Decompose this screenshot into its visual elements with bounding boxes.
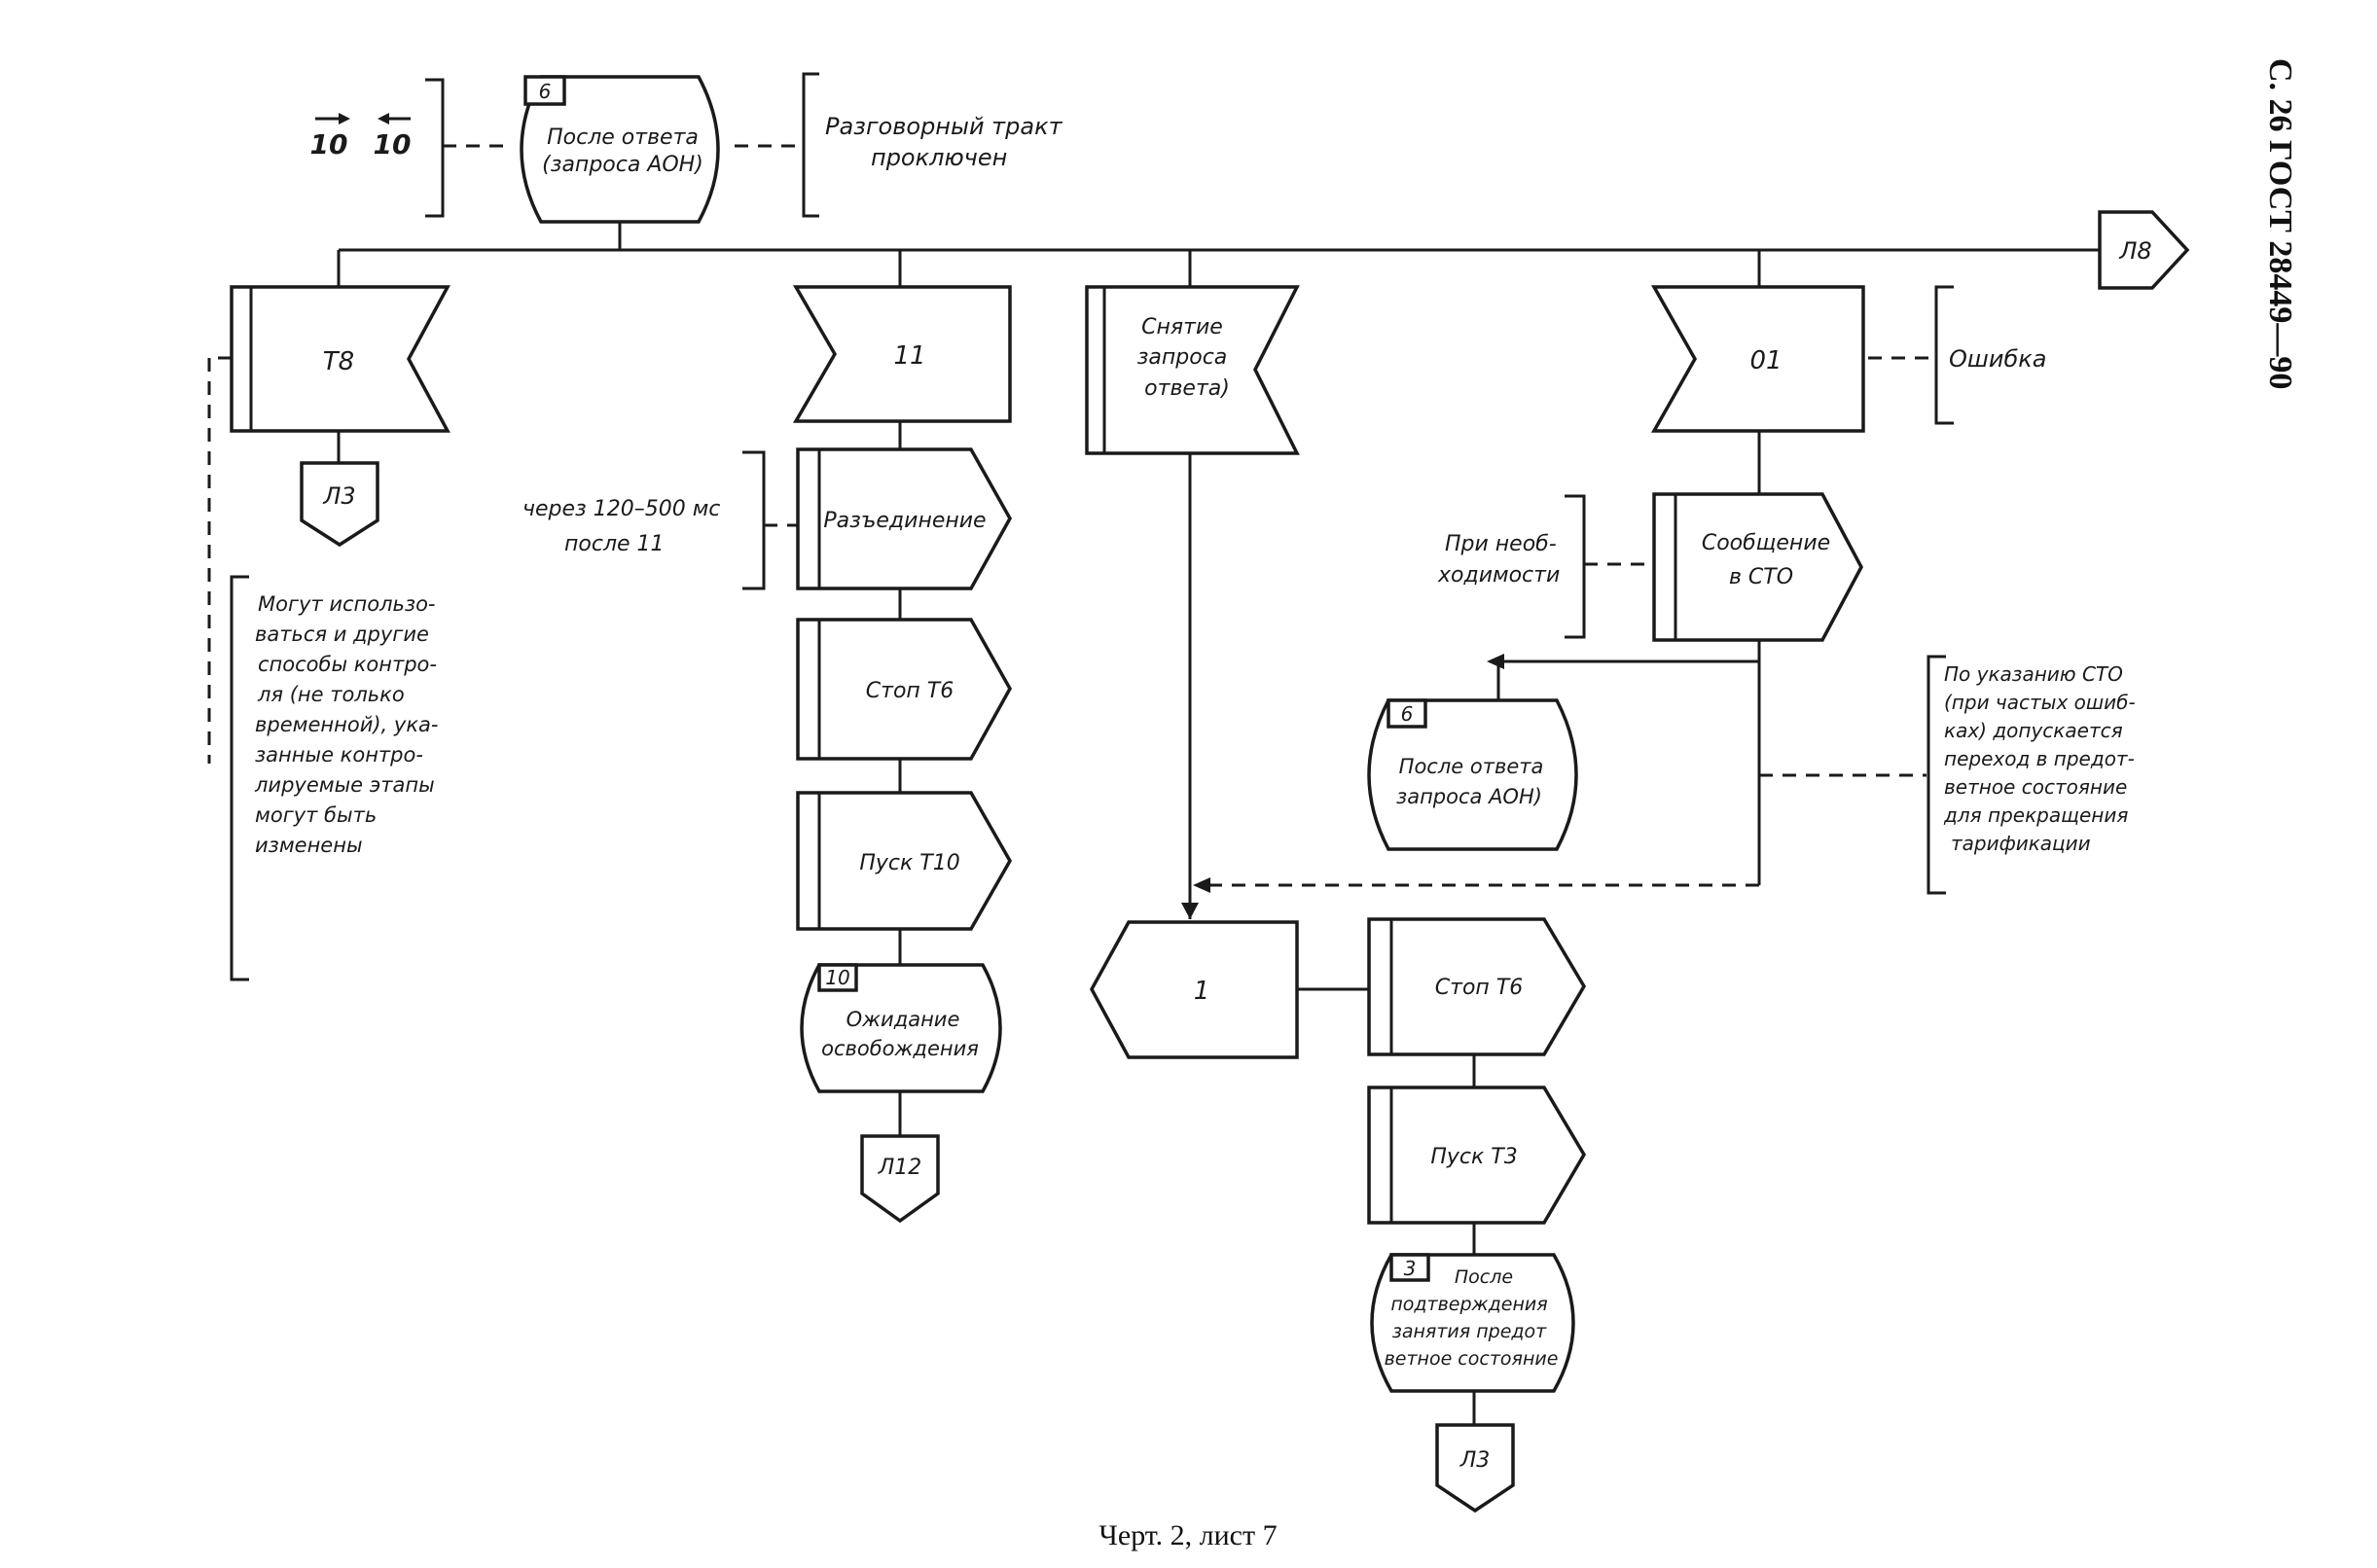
comment-connectors (207, 144, 1934, 777)
left-signals: 10 10 (310, 113, 412, 160)
control-comment: Могут использо- ваться и другие способы … (254, 592, 438, 857)
output-label: Стоп Т6 (866, 679, 954, 703)
output-label-line-1: Сообщение (1702, 531, 1830, 555)
state-after-confirmation: 3 После подтверждения занятия предот вет… (1370, 1253, 1575, 1393)
state-number: 6 (539, 80, 552, 103)
output-label-line-2: в СТО (1729, 565, 1793, 589)
state-number: 3 (1404, 1257, 1417, 1280)
input-removal: Снятие запроса ответа) (1085, 285, 1300, 455)
connector-label: Л3 (322, 482, 355, 510)
connector-label: Л12 (878, 1156, 922, 1180)
input-label: 11 (893, 341, 925, 371)
comment-line-1: через 120–500 мс (522, 497, 720, 521)
comment-line-2: после 11 (564, 532, 665, 556)
sto-instruction-comment: По указанию СТО (при частых ошиб- ках) д… (1943, 662, 2136, 855)
comment-line-8: могут быть (255, 803, 377, 827)
comment-line-2: ваться и другие (255, 623, 429, 646)
state-label-line-2: запроса АОН) (1396, 785, 1542, 808)
input-11: 11 (792, 285, 1012, 423)
comment-line-6: для прекращения (1943, 803, 2128, 827)
input-label-line-1: Снятие (1141, 315, 1223, 339)
state-label-line-2: подтверждения (1390, 1294, 1547, 1315)
state-label-line-4: ветное состояние (1385, 1348, 1559, 1370)
input-label-line-3: ответа) (1144, 376, 1230, 401)
output-stop-t6-center: Стоп Т6 (1367, 917, 1587, 1056)
input-01: 01 (1650, 285, 1865, 433)
timing-comment: через 120–500 мс после 11 (522, 497, 720, 556)
input-t8: Т8 (230, 285, 450, 433)
connector-l3-bottom: Л3 (1435, 1423, 1515, 1514)
figure-caption: Черт. 2, лист 7 (1098, 1519, 1277, 1551)
comment-line-2: проключен (871, 144, 1007, 171)
connector-l8: Л8 (2098, 210, 2190, 290)
output-label: Пуск Т10 (859, 851, 959, 875)
comment-line-5: временной), ука- (255, 713, 438, 736)
output-label: Стоп Т6 (1435, 976, 1523, 1000)
output-label: Пуск Т3 (1430, 1145, 1517, 1169)
necessity-comment: При необ- ходимости (1437, 532, 1560, 588)
connector-l3-left: Л3 (300, 461, 379, 548)
input-label: Т8 (323, 347, 354, 376)
arrow-head (1487, 654, 1504, 669)
output-stop-t6: Стоп Т6 (796, 618, 1013, 761)
comment-line-1: По указанию СТО (1944, 662, 2123, 686)
state-label-line-2: (запроса АОН) (542, 153, 703, 177)
output-disconnect: Разъединение (796, 447, 1013, 590)
comment-line-7: лируемые этапы (254, 773, 435, 797)
state-after-answer: 6 После ответа (запроса АОН) (520, 75, 720, 224)
arrow-head (1193, 877, 1210, 893)
comment-line-2: (при частых ошиб- (1944, 691, 2136, 714)
connector-l12: Л12 (860, 1134, 940, 1224)
connection-lines (337, 222, 2100, 1425)
speech-path-comment: Разговорный тракт проключен (825, 113, 1063, 171)
comment-line-7: тарификации (1951, 832, 2091, 855)
comment-line-2: ходимости (1437, 563, 1560, 588)
state-label-line-1: После ответа (1399, 755, 1544, 778)
comment-line-3: ках) допускается (1944, 719, 2123, 742)
state-number: 6 (1401, 702, 1414, 726)
state-label-line-1: После (1455, 1266, 1513, 1288)
signal-forward: 10 (310, 128, 348, 160)
connector-label: Л3 (1459, 1448, 1491, 1473)
decision-1: 1 (1090, 920, 1299, 1059)
page-header: С. 26 ГОСТ 28449—90 (2262, 58, 2298, 389)
comment-line-6: занные контро- (255, 743, 423, 766)
signal-backward: 10 (374, 128, 412, 160)
error-comment: Ошибка (1949, 345, 2046, 373)
comment-line-9: изменены (255, 834, 363, 857)
state-after-answer-2: 6 После ответа запроса АОН) (1367, 698, 1578, 851)
state-number: 10 (825, 966, 849, 989)
comment-line-1: Могут использо- (258, 592, 436, 616)
input-label: 01 (1749, 346, 1782, 375)
state-label-line-1: Ожидание (846, 1008, 960, 1031)
comment-line-1: Разговорный тракт (825, 113, 1063, 140)
input-label-line-2: запроса (1137, 345, 1228, 370)
state-label-line-3: занятия предот (1392, 1321, 1547, 1342)
decision-label: 1 (1194, 977, 1210, 1006)
comment-brackets (230, 72, 1954, 981)
state-waiting-release: 10 Ожидание освобождения (800, 963, 1002, 1093)
output-start-t10: Пуск Т10 (796, 791, 1013, 931)
connector-label: Л8 (2118, 237, 2151, 265)
comment-line-5: ветное состояние (1944, 775, 2127, 799)
output-message-sto: Сообщение в СТО (1652, 492, 1863, 642)
state-label-line-1: После ответа (547, 125, 699, 150)
comment-line-1: При необ- (1445, 532, 1557, 556)
comment-line-4: ля (не только (257, 683, 405, 706)
comment-line-3: способы контро- (258, 653, 437, 676)
output-label: Разъединение (823, 509, 986, 533)
arrow-head (1181, 903, 1199, 919)
state-label-line-2: освобождения (821, 1037, 979, 1060)
output-start-t3: Пуск Т3 (1367, 1086, 1587, 1225)
comment-line-4: переход в предот- (1944, 747, 2135, 770)
